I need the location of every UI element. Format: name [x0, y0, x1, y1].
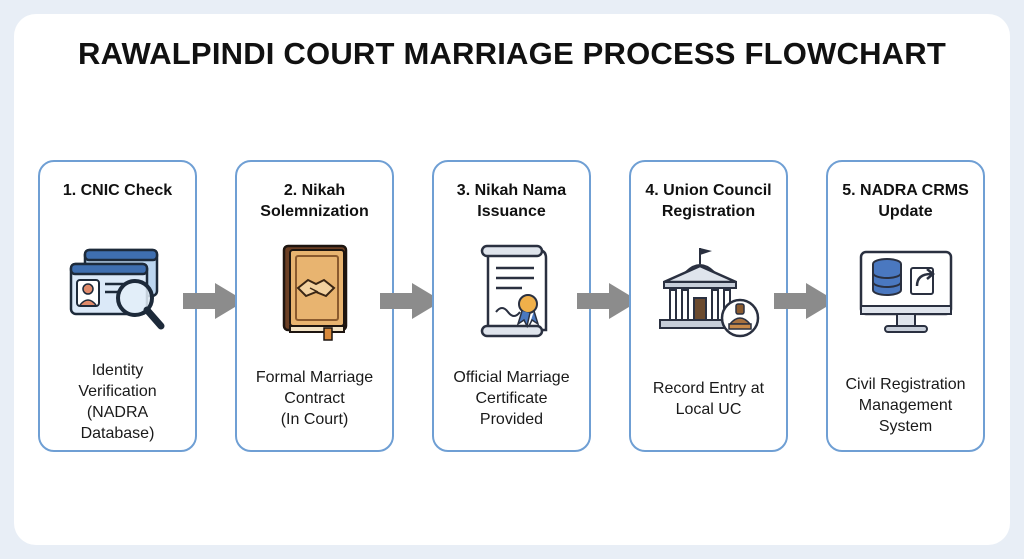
certificate-scroll-icon — [434, 242, 589, 342]
step-description: Record Entry at Local UC — [652, 380, 765, 418]
government-building-stamp-icon — [631, 242, 786, 342]
arrow-right-icon — [774, 283, 836, 319]
page-title: RAWALPINDI COURT MARRIAGE PROCESS FLOWCH… — [78, 36, 946, 71]
step-description: Civil Registration Management System — [845, 376, 966, 435]
arrow-right-icon — [183, 283, 245, 319]
step-card-cnic-check: 1. CNIC Check Identity Verification (NAD… — [38, 160, 197, 452]
step-card-nadra-crms-update: 5. NADRA CRMS Update Civil Registration … — [826, 160, 985, 452]
step-title: 3. Nikah Nama Issuance — [456, 182, 567, 220]
step-title: 1. CNIC Check — [62, 182, 173, 199]
id-card-magnifier-icon — [40, 242, 195, 342]
handshake-book-icon — [237, 242, 392, 342]
step-description: Formal Marriage Contract (In Court) — [255, 369, 374, 428]
step-title: 5. NADRA CRMS Update — [842, 182, 969, 220]
step-title: 4. Union Council Registration — [645, 182, 772, 220]
step-card-nikah-nama-issuance: 3. Nikah Nama Issuance Official Marriage… — [432, 160, 591, 452]
step-description: Official Marriage Certificate Provided — [453, 369, 570, 428]
arrow-right-icon — [380, 283, 442, 319]
step-description: Identity Verification (NADRA Database) — [78, 362, 157, 442]
database-monitor-icon — [828, 242, 983, 342]
step-card-union-council-registration: 4. Union Council Registration Record Ent… — [629, 160, 788, 452]
step-title: 2. Nikah Solemnization — [260, 182, 369, 220]
step-card-nikah-solemnization: 2. Nikah Solemnization Formal Marriage C… — [235, 160, 394, 452]
arrow-right-icon — [577, 283, 639, 319]
